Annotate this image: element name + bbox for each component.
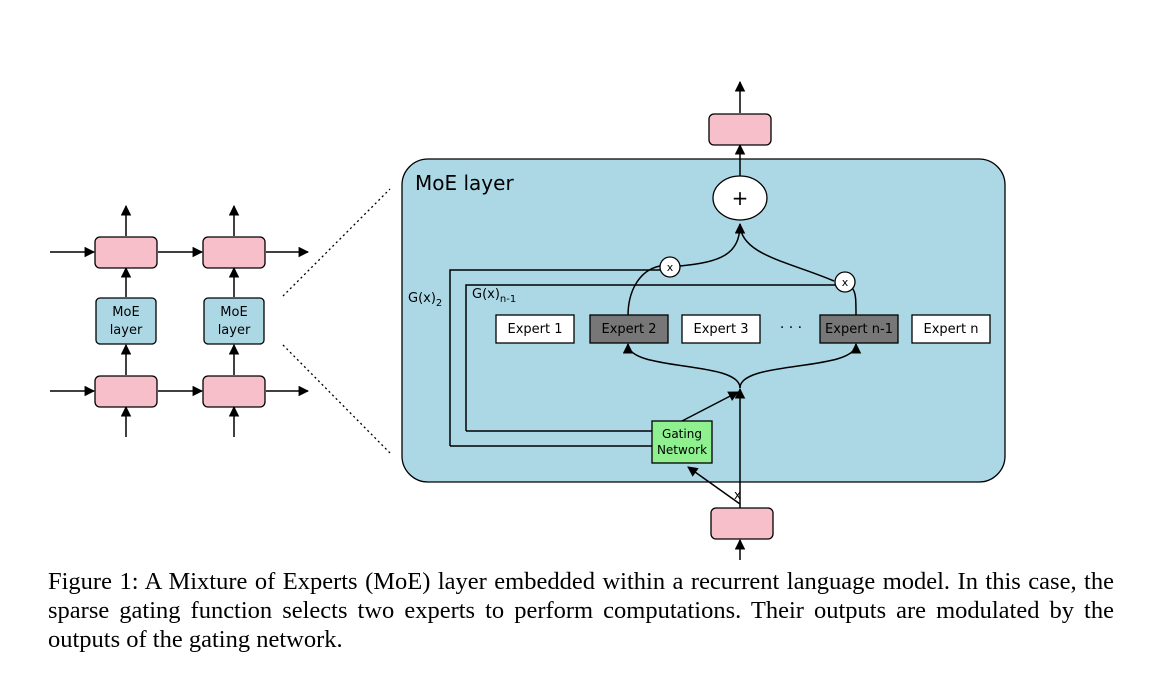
hidden-state-box: [94, 375, 158, 408]
expert-box: Expert 1: [495, 314, 575, 344]
sum-symbol: +: [732, 186, 749, 210]
expert-box: Expert n: [911, 314, 991, 344]
moe-layer-label: layer: [110, 323, 143, 338]
gating-network-label: Gating: [662, 427, 702, 441]
gating-network-label: Network: [657, 443, 707, 457]
multiply-symbol: x: [667, 261, 674, 274]
moe-layer-box: [203, 297, 265, 345]
moe-layer-label: layer: [218, 323, 251, 338]
expert-label: Expert 2: [601, 322, 656, 337]
expert-box: Expert 2: [589, 314, 669, 344]
expert-rect: [495, 314, 575, 344]
expert-label: Expert 3: [693, 322, 748, 337]
hidden-state-box: [202, 236, 266, 269]
expert-rect: [911, 314, 991, 344]
input-hidden-state-box: [710, 507, 774, 540]
moe-layer-label: MoE: [220, 305, 247, 320]
multiply-symbol: x: [842, 276, 849, 289]
moe-panel-title: MoE layer: [415, 171, 514, 195]
sum-node: [712, 175, 768, 221]
zoom-lines: [282, 188, 391, 454]
expert-label: Expert n-1: [825, 322, 893, 337]
caption-prefix: Figure 1:: [48, 568, 139, 595]
gate-output-label: G(x)2: [408, 291, 442, 309]
multiply-node: [834, 271, 856, 293]
moe-layer-panel: MoE layer + x x G(x)2: [401, 80, 1006, 560]
hidden-state-box: [94, 236, 158, 269]
moe-layer-box: [95, 297, 157, 345]
ellipsis: · · ·: [780, 320, 802, 336]
caption-text: A Mixture of Experts (MoE) layer embedde…: [48, 568, 1114, 653]
recurrent-lm-diagram: MoE layer MoE layer: [50, 204, 310, 437]
figure-caption: Figure 1: A Mixture of Experts (MoE) lay…: [48, 567, 1114, 654]
expert-box: Expert 3: [681, 314, 761, 344]
moe-layer-label: MoE: [112, 305, 139, 320]
experts-row: Expert 1 Expert 2 Expert 3 Expert n-1 Expert…: [495, 314, 991, 344]
hidden-state-box: [202, 375, 266, 408]
moe-figure: MoE layer MoE layer MoE layer +: [50, 80, 1006, 560]
expert-selected-rect: [819, 314, 899, 344]
gate-output-label: G(x)n-1: [472, 287, 516, 305]
gating-network-box: [651, 420, 713, 464]
output-hidden-state-box: [708, 113, 772, 146]
expert-label: Expert n: [924, 322, 979, 337]
multiply-node: [659, 256, 681, 278]
expert-label: Expert 1: [507, 322, 562, 337]
expert-rect: [681, 314, 761, 344]
expert-box: Expert n-1: [819, 314, 899, 344]
input-label: x: [734, 488, 741, 502]
